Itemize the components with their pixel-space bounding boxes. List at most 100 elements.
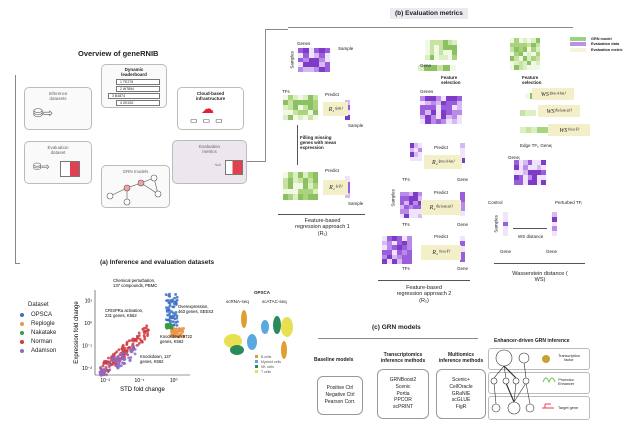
predict-label: Predict — [434, 234, 449, 239]
model-item: Positive Ctrl — [326, 385, 354, 392]
scatter-point — [123, 346, 127, 350]
scatter-point — [121, 348, 124, 351]
scatter-point — [131, 344, 135, 348]
samples-label: Samples — [493, 215, 499, 233]
evaluation-data-heatmap — [298, 48, 330, 72]
gene-label: Gene — [500, 249, 512, 254]
network-icon — [106, 174, 162, 206]
scatter-point — [176, 320, 179, 324]
evaluation-data-heatmap — [410, 143, 422, 161]
scatter-point — [174, 303, 178, 306]
predict-label: Predict — [325, 168, 340, 173]
evaluation-dataset-label: Evaluation dataset — [47, 145, 69, 156]
scatter-point — [122, 357, 126, 361]
scatter-point — [170, 326, 174, 330]
panel-b-title: (b) Evaluation metrics — [390, 8, 468, 20]
scatter-point — [119, 352, 123, 356]
annotation-label: Chemical perturbation, — [113, 278, 155, 283]
evaluation-data-heatmap — [552, 212, 557, 236]
scatter-point — [130, 339, 134, 342]
scatter-point — [146, 328, 150, 332]
legend-item: Adamson — [20, 346, 56, 355]
cloud-box: Cloud-based infrastructure ☁ ▭▭▭ — [177, 87, 244, 130]
scatter-point — [167, 308, 171, 312]
scatter-point — [171, 320, 175, 324]
scatter-point — [171, 333, 175, 337]
predict-label: Predict — [434, 145, 449, 150]
model-item: Scenic — [395, 383, 411, 390]
evaluation-data-heatmap — [460, 236, 465, 262]
fill-missing-label: Filling missing genes with mean expressi… — [300, 135, 337, 151]
feature-selection-label: Feature selection — [441, 75, 461, 86]
multiomics-title: Multiomics inference methods — [438, 352, 484, 364]
model-item: Portia — [396, 390, 410, 397]
y-tick-label: 10⁻¹ — [82, 344, 92, 350]
y-axis-label: Expression fold change — [74, 301, 80, 364]
r1-all-metric: R₁⁽ᵃˡˡ⁾ — [323, 180, 348, 195]
tfs-label: TFs — [402, 222, 410, 227]
enhancer-layer — [488, 372, 590, 394]
legend-item: OPSCA — [20, 310, 56, 319]
inference-datasets-label: Inference datasets — [48, 91, 68, 102]
grn-model-heatmap — [283, 172, 318, 200]
legend-swatch — [20, 330, 24, 335]
scatter-point — [174, 327, 178, 331]
scatter-point — [99, 369, 103, 373]
leaderboard-row: 2 W7894 — [116, 86, 160, 92]
genes-label: Genes — [420, 89, 434, 94]
y-tick-label: 10⁰ — [84, 321, 92, 327]
umap-plot — [224, 310, 293, 359]
legend-label: GRN model — [591, 36, 612, 41]
tf-row-label: Transcription factor — [558, 354, 580, 363]
panel-c-title: (c) GRN models — [372, 324, 421, 331]
evaluation-data-heatmap — [420, 96, 462, 124]
scatter-point — [114, 364, 118, 368]
predict-label: Predict — [434, 190, 449, 195]
annotation-label: CRISPRa activation, — [105, 308, 143, 313]
legend-item: Nakatake — [20, 328, 56, 337]
matrix-icon — [60, 161, 80, 177]
genes-label: Genes — [297, 41, 311, 46]
legend-label: Norman — [31, 338, 53, 345]
evaluation-metrics-label: Evaluation metrics — [198, 144, 220, 155]
legend-item: Evaluation data — [570, 42, 623, 48]
scatter-point — [138, 337, 142, 341]
legend-swatch — [20, 348, 24, 353]
x-tick-label: 10⁻¹ — [135, 378, 145, 384]
tfs-label: TFs — [402, 266, 410, 271]
model-item: Negative Ctrl — [325, 392, 355, 399]
annotation-label: genes, K562 — [140, 359, 164, 364]
scatter-point — [128, 358, 132, 362]
legend-label: Replogle — [31, 320, 55, 327]
scatter-point — [174, 293, 178, 296]
legend-swatch — [20, 321, 24, 326]
evaluation-metrics-box: Evaluation metrics ⇔ — [172, 140, 247, 184]
r1-grn-metric: R₁⁽ᵍʳⁿ⁾ — [323, 102, 348, 116]
tf-icon — [542, 355, 550, 363]
scatter-point — [168, 316, 172, 319]
r2-balanced-metric: R₂⁽ᵇᵃˡᵃⁿᶜᵉᵈ⁾ — [421, 200, 461, 215]
legend-item: Norman — [20, 337, 56, 346]
model-item: scGLUE — [451, 397, 471, 404]
samples-label: Samples — [390, 189, 396, 207]
scatter-point — [165, 299, 168, 303]
annotation-label: 463 genes, SEES3 — [178, 309, 214, 314]
scatter-point — [182, 326, 186, 330]
r2-caption: Feature-based regression approach 2 (R₂) — [396, 285, 452, 304]
scatter-point — [170, 329, 174, 332]
scatter-point — [127, 356, 131, 360]
opsca-title: OPSCA — [254, 290, 271, 295]
baseline-title: Baseline models — [314, 357, 354, 363]
predict-label: Predict — [325, 92, 340, 97]
scrna-label: scRNA-seq — [226, 299, 249, 304]
bracket — [494, 263, 585, 264]
ws-precision-metric: WS⁽ᵖʳᵉᶜⁱˢⁱᵒⁿ⁾ — [532, 88, 574, 100]
scatter-point — [170, 310, 173, 313]
legend-label: OPSCA — [31, 311, 53, 318]
scatter-point — [175, 331, 179, 335]
scatter-point — [179, 332, 183, 336]
legend-swatch — [20, 312, 24, 317]
